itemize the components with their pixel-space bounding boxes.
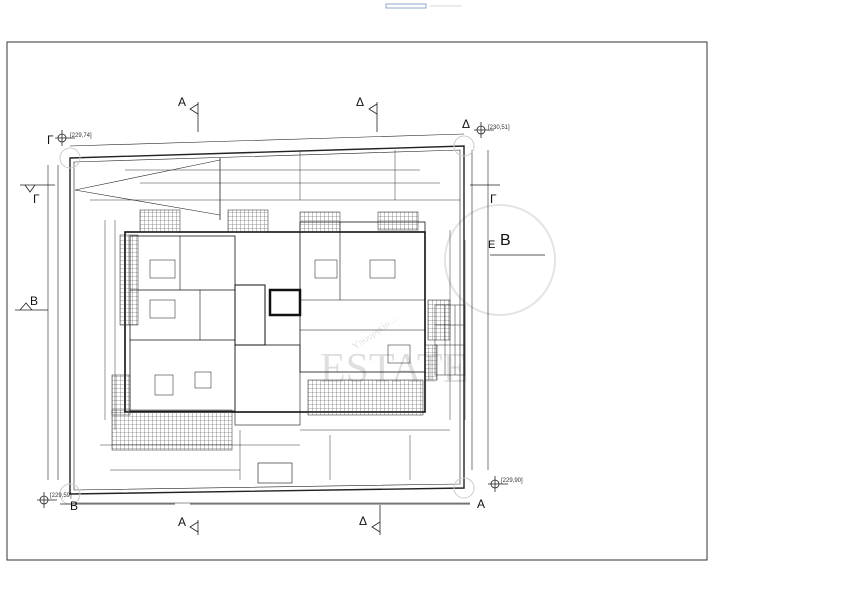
lot-boundary <box>47 133 489 505</box>
section-labels: Α Δ Δ Γ Γ Γ Β Ε Β Β Α Α Δ [229,74] [230,… <box>30 95 523 529</box>
section-label-gamma-left-arrow: Γ <box>33 192 40 206</box>
level-bottom-left: [229,59] <box>50 493 72 499</box>
level-crosshairs <box>37 122 508 508</box>
section-label-a-bottom-right: Α <box>477 497 485 511</box>
section-label-a-bottom: Α <box>178 515 186 529</box>
level-bottom-right: [229,90] <box>501 478 523 484</box>
section-label-gamma-right: Γ <box>490 192 497 206</box>
section-label-delta-bottom: Δ <box>359 514 367 528</box>
watermark: ESTATE Υπουργείο ... <box>320 204 556 392</box>
level-top-right: [230,51] <box>488 125 510 131</box>
section-label-e-right: Ε <box>488 239 495 251</box>
level-top-left: [229,74] <box>70 133 92 139</box>
section-label-a-top: Α <box>178 95 186 109</box>
section-label-b-left: Β <box>30 294 38 308</box>
section-label-delta-top-right: Δ <box>462 117 470 131</box>
title-block <box>385 3 462 9</box>
sheet-border <box>6 41 708 561</box>
dimension-lines <box>90 150 466 480</box>
section-label-b-bottom-left: Β <box>70 499 78 513</box>
terraces <box>111 209 466 451</box>
section-label-delta-top: Δ <box>356 95 364 109</box>
section-markers <box>15 102 545 535</box>
section-label-gamma-left: Γ <box>47 133 54 147</box>
section-label-b-right: Β <box>500 232 511 249</box>
